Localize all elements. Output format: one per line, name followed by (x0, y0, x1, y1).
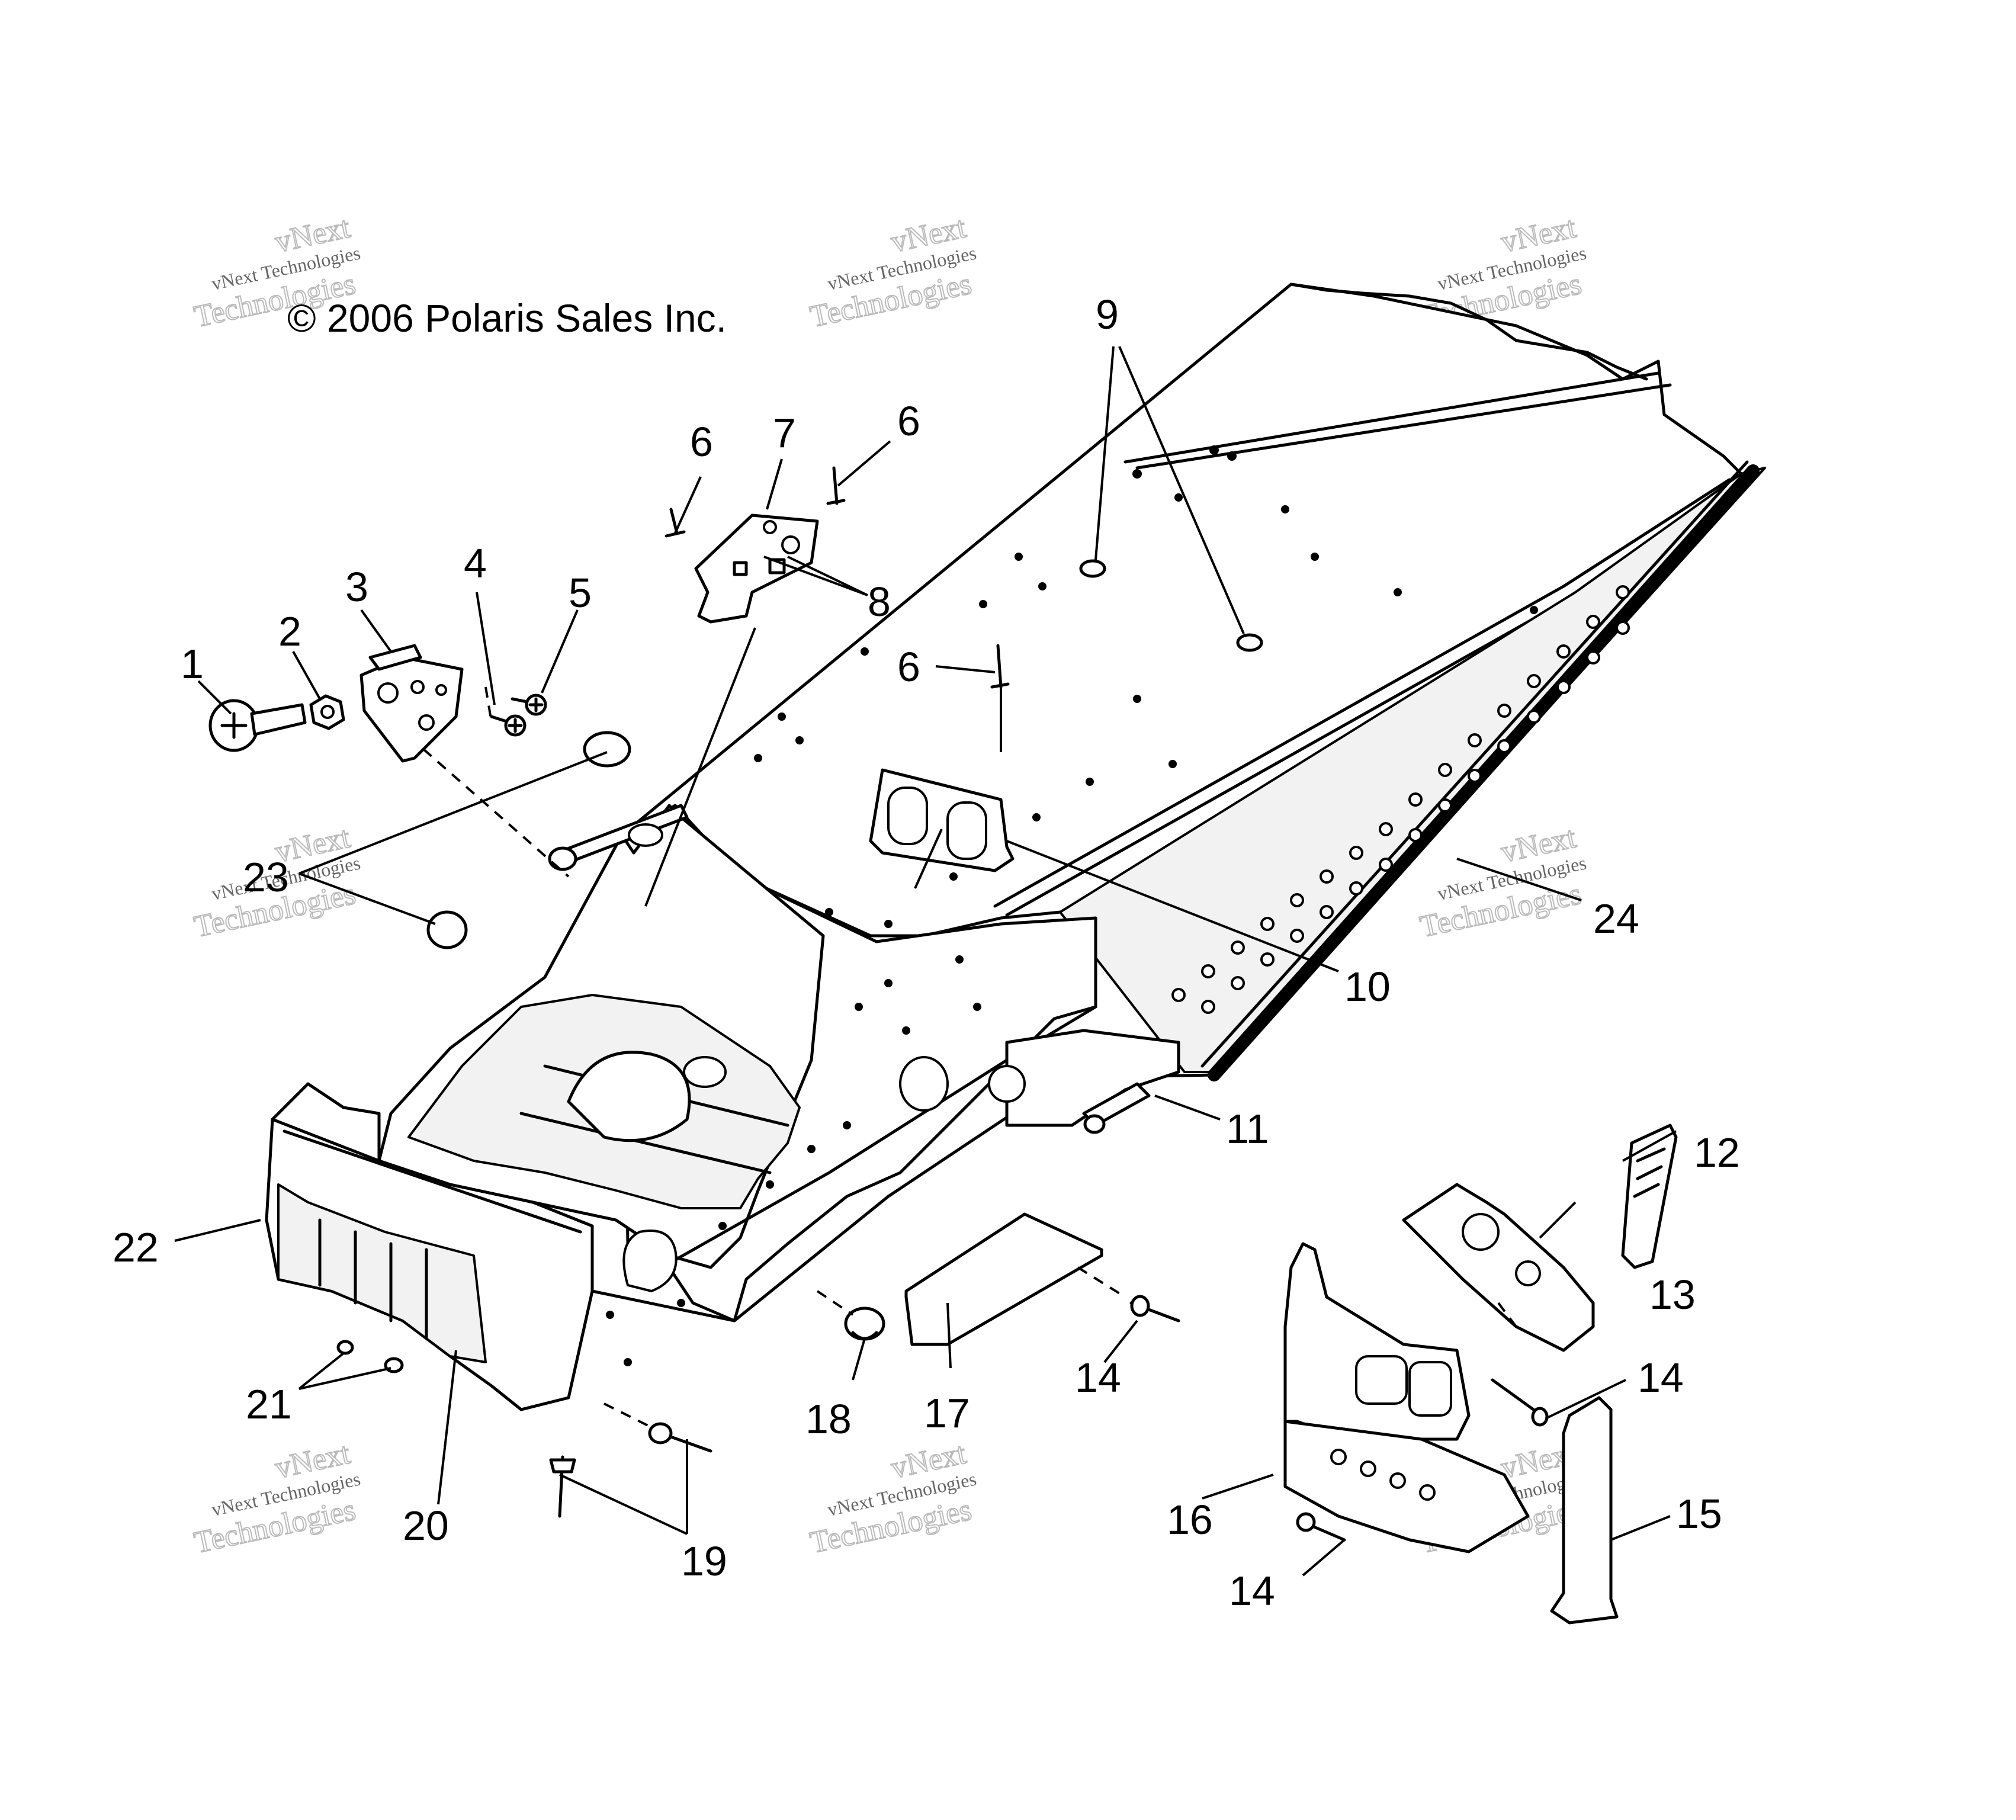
crossshaft-end (548, 846, 577, 871)
bracket-slot (946, 801, 987, 860)
callout-17: 17 (924, 1390, 970, 1436)
callout-18: 18 (805, 1396, 852, 1442)
part-17-flap (904, 1212, 1103, 1346)
callout-11: 11 (1226, 1106, 1269, 1152)
front-oval-cutout (622, 1230, 678, 1293)
callout-24: 24 (1593, 895, 1639, 942)
leader-lines (174, 346, 1677, 1577)
deck-holes (754, 445, 1538, 928)
nose-top-edge (271, 1118, 582, 1234)
callout-20: 20 (403, 1503, 449, 1549)
panel-hole (899, 1056, 949, 1112)
panel-hole (628, 823, 663, 847)
watermark-top-center: vNext vNext Technologies Technologies (807, 210, 978, 334)
copyright-notice: © 2006 Polaris Sales Inc. (287, 296, 727, 340)
part-14-bolt-c (1296, 1512, 1346, 1542)
callout-6-right: 6 (897, 398, 920, 444)
nose-ribs (318, 1218, 428, 1340)
callout-12: 12 (1694, 1129, 1740, 1176)
running-board-perforations (1171, 585, 1630, 1014)
callout-8: 8 (868, 579, 891, 625)
callout-21: 21 (246, 1381, 292, 1427)
callout-3: 3 (345, 564, 368, 610)
bracket-slot (887, 787, 928, 845)
callout-10: 10 (1344, 964, 1391, 1010)
callout-labels: 1 2 3 4 5 6 6 6 7 8 9 10 11 12 13 14 14 … (113, 291, 1740, 1614)
panel-hole (988, 1065, 1026, 1103)
assembly-lines (422, 686, 1517, 1429)
part-23-cap (583, 731, 631, 768)
part-16-bumper-bracket (1283, 1242, 1530, 1553)
callout-1: 1 (181, 641, 204, 687)
part-14-bolt-a (1129, 1295, 1180, 1323)
part-1-bolt (208, 699, 307, 752)
traction-strip (1208, 464, 1760, 1081)
callout-23: 23 (243, 854, 289, 900)
callout-6-center: 6 (897, 644, 920, 690)
part-5-screw (511, 694, 547, 716)
part-11-pin (1082, 1082, 1151, 1134)
panel-hole (683, 1056, 727, 1088)
callout-22: 22 (113, 1224, 159, 1270)
rear-bracket (1005, 1029, 1180, 1127)
callout-2: 2 (278, 608, 301, 654)
part-13-heat-shield (1402, 1183, 1595, 1352)
part-14-bolt-b (1491, 1378, 1549, 1427)
watermark-bottom-center: vNext vNext Technologies Technologies (807, 1436, 978, 1560)
part-21-plug (336, 1340, 354, 1355)
chassis-tunnel (265, 283, 1766, 1411)
part-2-nut (309, 694, 345, 730)
side-panel-holes (606, 955, 981, 1366)
front-nose-face (277, 1183, 487, 1363)
part-7-mount-bracket (694, 513, 819, 624)
traction-strip-edge (1200, 460, 1749, 1068)
callout-13: 13 (1649, 1272, 1696, 1318)
part-4-screw (490, 714, 527, 737)
callout-14-right: 14 (1638, 1354, 1684, 1401)
callout-7: 7 (773, 410, 796, 456)
part-10-rear-bracket (869, 768, 1015, 872)
part-3-bracket (359, 644, 464, 763)
callout-5: 5 (569, 570, 592, 616)
callout-6-left: 6 (690, 419, 713, 465)
callout-19: 19 (681, 1538, 727, 1584)
callout-4: 4 (464, 540, 487, 586)
watermark-bottom-left: vNext vNext Technologies Technologies (191, 1436, 362, 1560)
part-9-plug (1079, 559, 1106, 578)
part-9-plug (1236, 633, 1263, 652)
tunnel-torn-edge (1289, 283, 1648, 381)
callout-14-bottom: 14 (1229, 1568, 1275, 1614)
callout-14-left: 14 (1075, 1354, 1121, 1401)
side-bevel (650, 1005, 1097, 1275)
callout-16: 16 (1167, 1497, 1213, 1543)
callout-15: 15 (1676, 1491, 1722, 1537)
part-19-fasteners (549, 1422, 712, 1518)
part-23-cap (426, 910, 468, 949)
part-15-strap (1550, 1396, 1619, 1625)
callout-9: 9 (1096, 291, 1119, 338)
part-12-clip (1621, 1124, 1678, 1269)
